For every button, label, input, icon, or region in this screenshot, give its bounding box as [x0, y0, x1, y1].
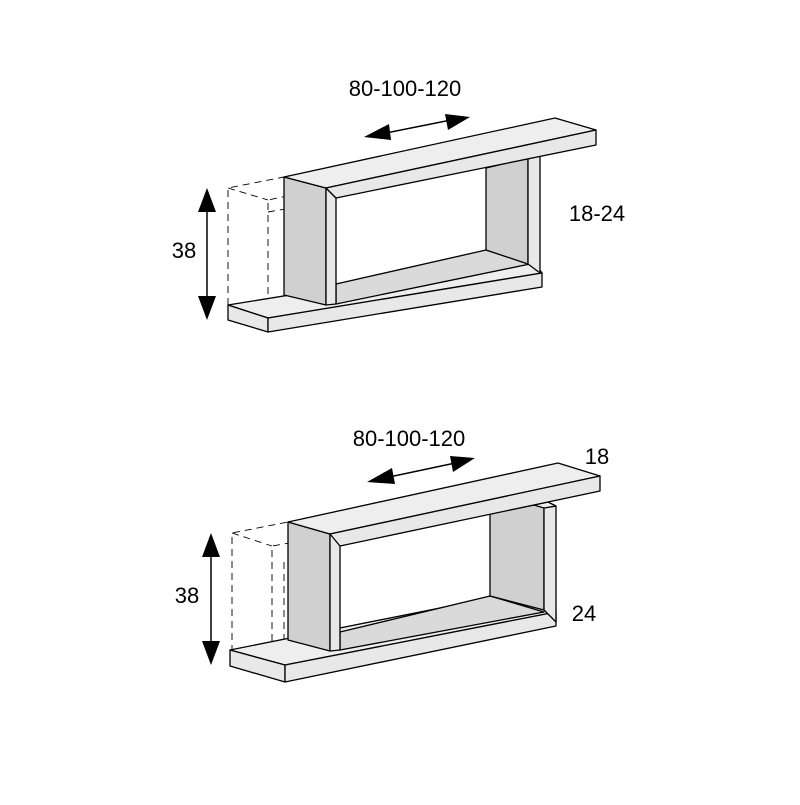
- top-shelf-right-panel: [485, 155, 541, 274]
- bottom-top-depth-label: 18: [585, 444, 609, 469]
- bottom-shelf-right-panel: [489, 501, 557, 623]
- top-width-label: 80-100-120: [349, 76, 462, 101]
- top-depth-label: 18-24: [569, 201, 625, 226]
- top-height-arrow: [198, 188, 216, 320]
- bottom-height-arrow: [202, 533, 220, 665]
- bottom-shelf-left-panel: [287, 521, 341, 652]
- bottom-bottom-depth-label: 24: [572, 601, 596, 626]
- top-shelf-left-panel: [283, 176, 337, 306]
- top-height-label: 38: [172, 238, 196, 263]
- bottom-width-label: 80-100-120: [353, 426, 466, 451]
- top-width-arrow: [364, 114, 470, 140]
- top-shelf-top-board: [283, 117, 597, 199]
- bottom-width-arrow: [367, 456, 475, 484]
- bottom-height-label: 38: [175, 583, 199, 608]
- bottom-shelf-top-board: [287, 462, 601, 547]
- bottom-shelf-unit: [229, 462, 601, 683]
- top-shelf-unit: [227, 117, 597, 333]
